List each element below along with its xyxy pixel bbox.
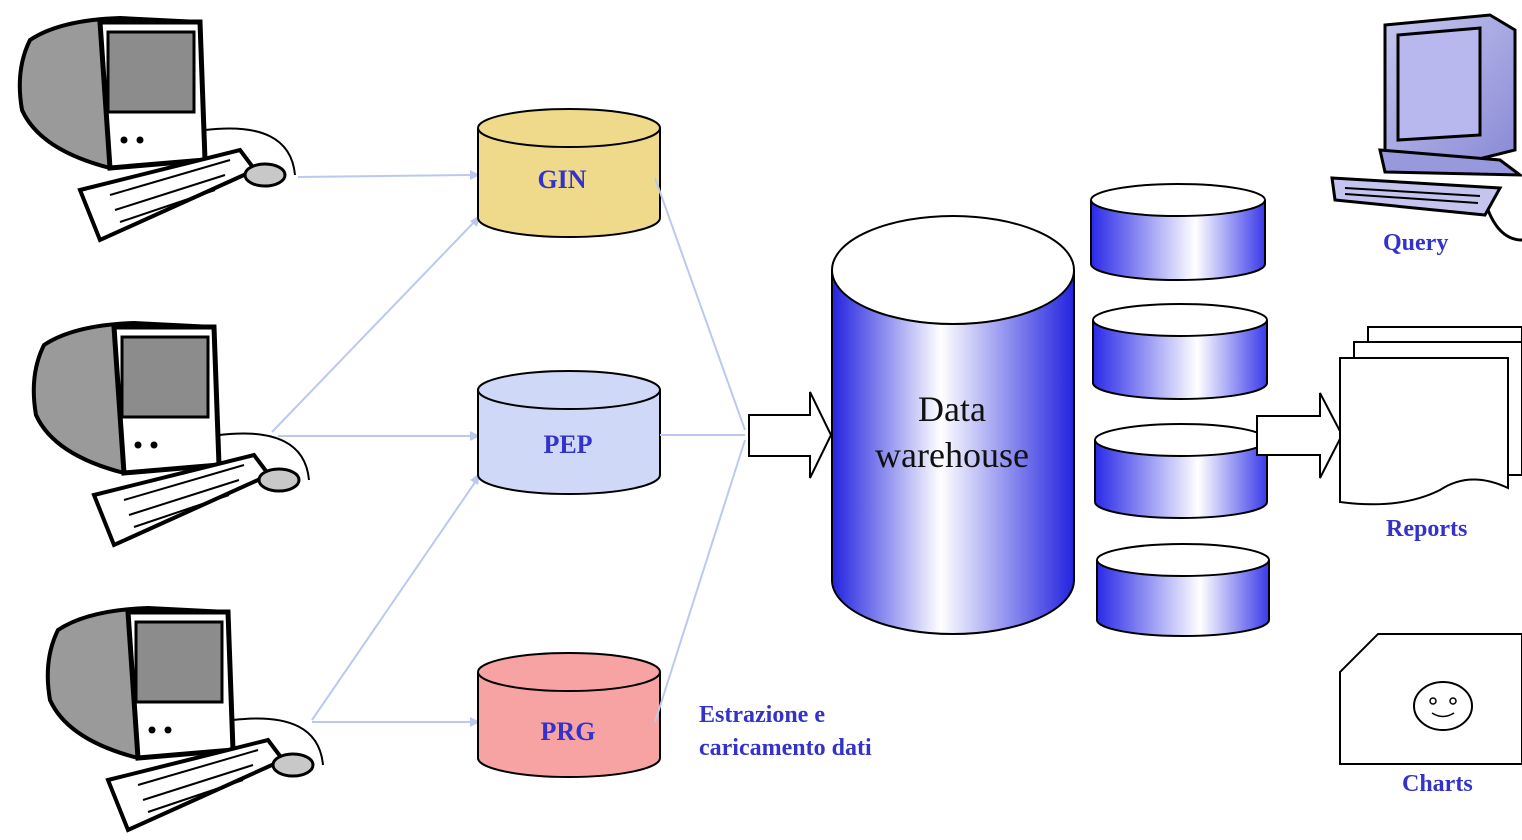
source-db-pep xyxy=(477,370,661,495)
source-label-prg: PRG xyxy=(540,717,596,746)
data-mart-cylinder xyxy=(1094,423,1268,519)
data-mart-cylinder xyxy=(1096,543,1270,637)
etl-label-line2: caricamento dati xyxy=(699,735,872,761)
source-label-pep: PEP xyxy=(543,430,593,459)
etl-label-line1: Estrazione e xyxy=(699,702,825,728)
reports-label: Reports xyxy=(1386,516,1468,542)
query-label: Query xyxy=(1383,230,1449,256)
etl-arrow xyxy=(748,391,833,479)
source-db-gin xyxy=(477,108,661,238)
client-computer-icon xyxy=(17,15,296,243)
source-to-etl-connectors xyxy=(654,177,746,723)
client-computer-icon xyxy=(31,320,310,548)
data-warehouse-cylinder xyxy=(831,215,1075,635)
client-to-source-connectors xyxy=(271,170,480,727)
smiley-icon xyxy=(1413,681,1473,731)
warehouse-label-line2: warehouse xyxy=(875,435,1029,475)
etl-label: Estrazione e caricamento dati xyxy=(699,699,959,765)
output-arrow xyxy=(1256,392,1344,479)
charts-label: Charts xyxy=(1402,771,1473,797)
data-mart-cylinder xyxy=(1092,303,1268,400)
warehouse-label: Data warehouse xyxy=(832,386,1072,478)
warehouse-label-line1: Data xyxy=(918,389,986,429)
client-computer-icon xyxy=(45,605,324,833)
reports-pages-icon xyxy=(1339,326,1522,506)
query-computer-icon xyxy=(1330,13,1522,242)
source-db-prg xyxy=(477,652,661,778)
chart-page-icon xyxy=(1339,633,1522,765)
source-label-gin: GIN xyxy=(537,165,587,194)
data-mart-cylinder xyxy=(1090,183,1266,281)
